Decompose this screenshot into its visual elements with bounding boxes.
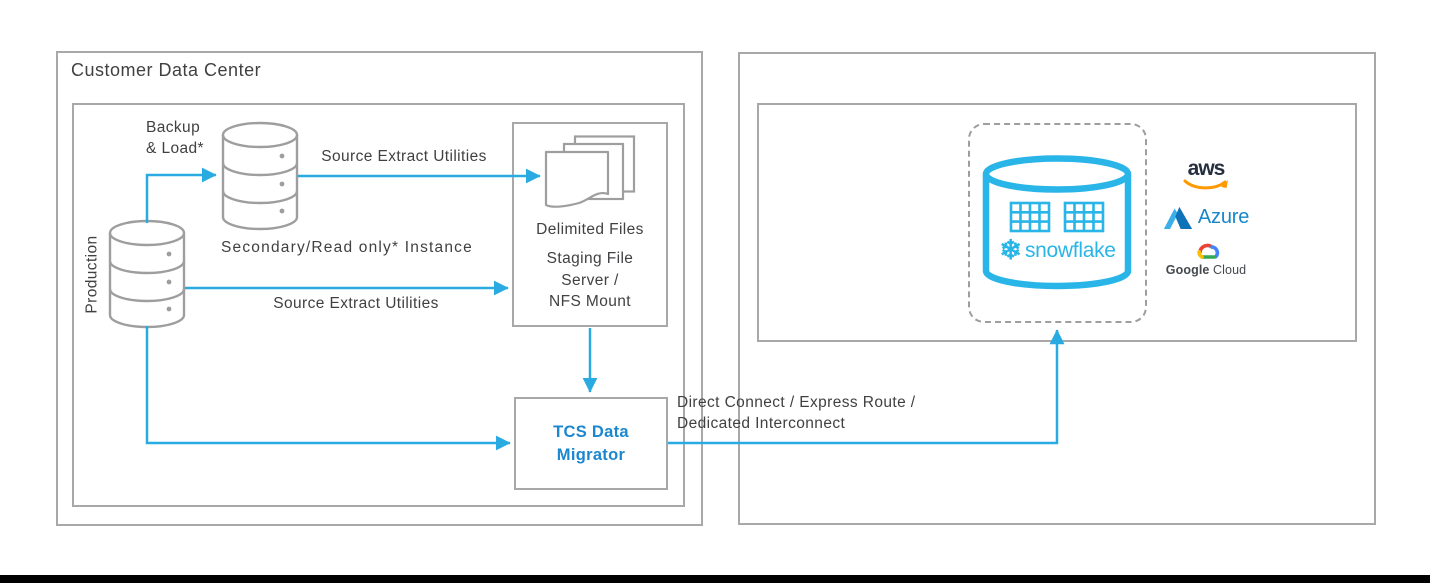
- backup-load-label: Backup & Load*: [146, 117, 204, 159]
- secondary-database-icon: [221, 121, 299, 231]
- table-grid-icons: [1009, 201, 1105, 233]
- azure-wordmark: Azure: [1197, 206, 1250, 228]
- customer-data-center-box: [56, 51, 703, 526]
- backup-load-line1: Backup: [146, 119, 201, 136]
- staging-server-label: Staging File Server / NFS Mount: [547, 248, 634, 313]
- staging-server-line3: NFS Mount: [549, 293, 631, 310]
- connection-label: Direct Connect / Express Route / Dedicat…: [677, 392, 916, 434]
- snowflake-dashed-box: ❄ snowflake: [968, 123, 1147, 323]
- tcs-label-line1: TCS Data: [553, 422, 629, 441]
- backup-load-line2: & Load*: [146, 140, 204, 157]
- tcs-data-migrator-box: TCS Data Migrator: [514, 397, 668, 490]
- source-extract-top-label: Source Extract Utilities: [321, 148, 487, 165]
- connection-label-line1: Direct Connect / Express Route /: [677, 394, 916, 411]
- google-cloud-icon: [1197, 243, 1220, 259]
- staging-server-line1: Staging File: [546, 250, 634, 267]
- delimited-files-icon: [544, 135, 636, 208]
- google-cloud-logo: Google Cloud: [1166, 239, 1246, 277]
- customer-inner-box: [72, 103, 685, 507]
- azure-logo: Azure: [1163, 205, 1249, 230]
- azure-icon: [1163, 206, 1192, 229]
- production-label: Production: [83, 235, 101, 314]
- staging-file-server-box: Delimited Files Staging File Server / NF…: [512, 122, 668, 327]
- customer-data-center-title: Customer Data Center: [71, 60, 262, 80]
- aws-logo: aws: [1182, 157, 1230, 192]
- production-database-icon: [108, 219, 186, 329]
- snowflake-logo: ❄ snowflake: [970, 237, 1145, 264]
- google-word: Google: [1165, 263, 1210, 277]
- cloud-word: Cloud: [1213, 263, 1247, 277]
- delimited-files-label: Delimited Files: [536, 221, 644, 238]
- google-cloud-wordmark: Google Cloud: [1166, 263, 1246, 277]
- cloud-region-box: [738, 52, 1376, 525]
- snowflake-database-icon: [982, 155, 1132, 290]
- snowflake-icon: ❄: [999, 235, 1022, 265]
- tcs-label-line2: Migrator: [556, 445, 626, 464]
- aws-swoosh-icon: [1183, 179, 1228, 190]
- staging-server-line2: Server /: [561, 271, 619, 289]
- source-extract-middle-label: Source Extract Utilities: [273, 295, 439, 312]
- connection-label-line2: Dedicated Interconnect: [677, 415, 846, 432]
- snowflake-wordmark: snowflake: [1024, 238, 1116, 262]
- bottom-black-bar: [0, 575, 1430, 583]
- aws-wordmark: aws: [1187, 157, 1226, 180]
- secondary-instance-label: Secondary/Read only* Instance: [221, 239, 473, 256]
- cloud-providers: aws Azure Google Cloud: [1158, 157, 1254, 277]
